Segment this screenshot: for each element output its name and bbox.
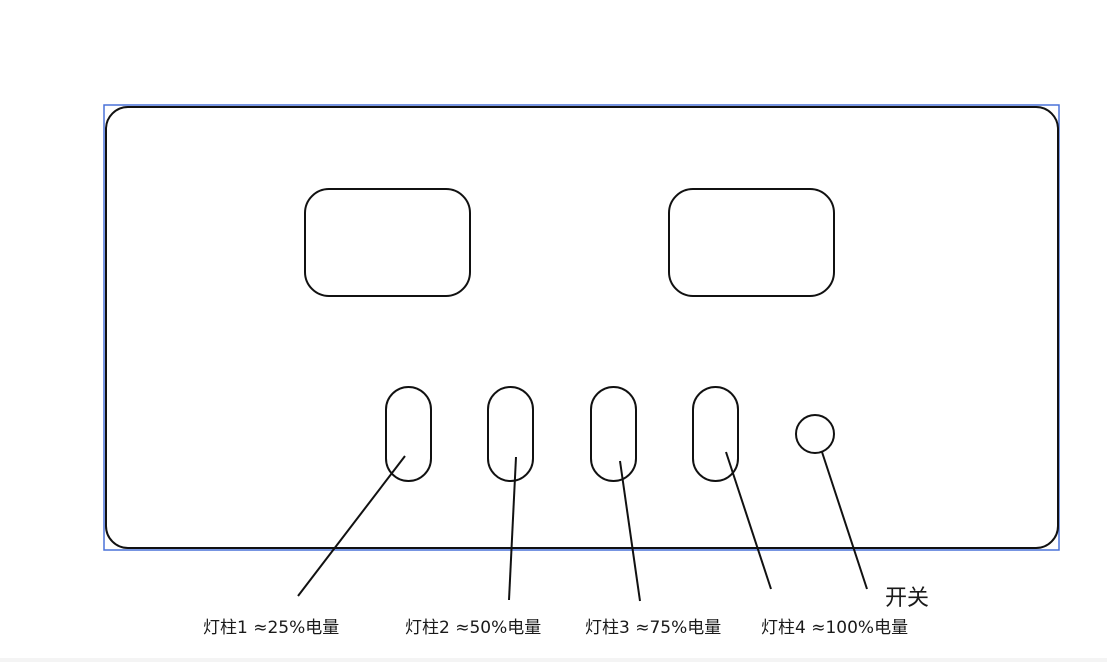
power-switch bbox=[795, 414, 835, 454]
light-bar-2 bbox=[487, 386, 534, 482]
left-window bbox=[304, 188, 471, 297]
leader-line-bar-2 bbox=[508, 456, 517, 601]
device-body bbox=[105, 106, 1059, 549]
light-bar-3 bbox=[590, 386, 637, 482]
right-window bbox=[668, 188, 835, 297]
leader-line-bar-1 bbox=[297, 455, 406, 597]
bottom-divider bbox=[0, 658, 1107, 662]
light-bar-1 bbox=[385, 386, 432, 482]
selection-frame[interactable] bbox=[103, 104, 1060, 551]
leader-line-bar-3 bbox=[619, 460, 641, 602]
label-bar-1: 灯柱1 ≈25%电量 bbox=[203, 618, 340, 638]
label-bar-4: 灯柱4 ≈100%电量 bbox=[761, 618, 909, 638]
light-bar-4 bbox=[692, 386, 739, 482]
label-bar-3: 灯柱3 ≈75%电量 bbox=[585, 618, 722, 638]
leader-line-bar-4 bbox=[725, 451, 772, 590]
leader-line-switch bbox=[821, 451, 868, 590]
label-bar-2: 灯柱2 ≈50%电量 bbox=[405, 618, 542, 638]
label-switch: 开关 bbox=[885, 586, 930, 611]
